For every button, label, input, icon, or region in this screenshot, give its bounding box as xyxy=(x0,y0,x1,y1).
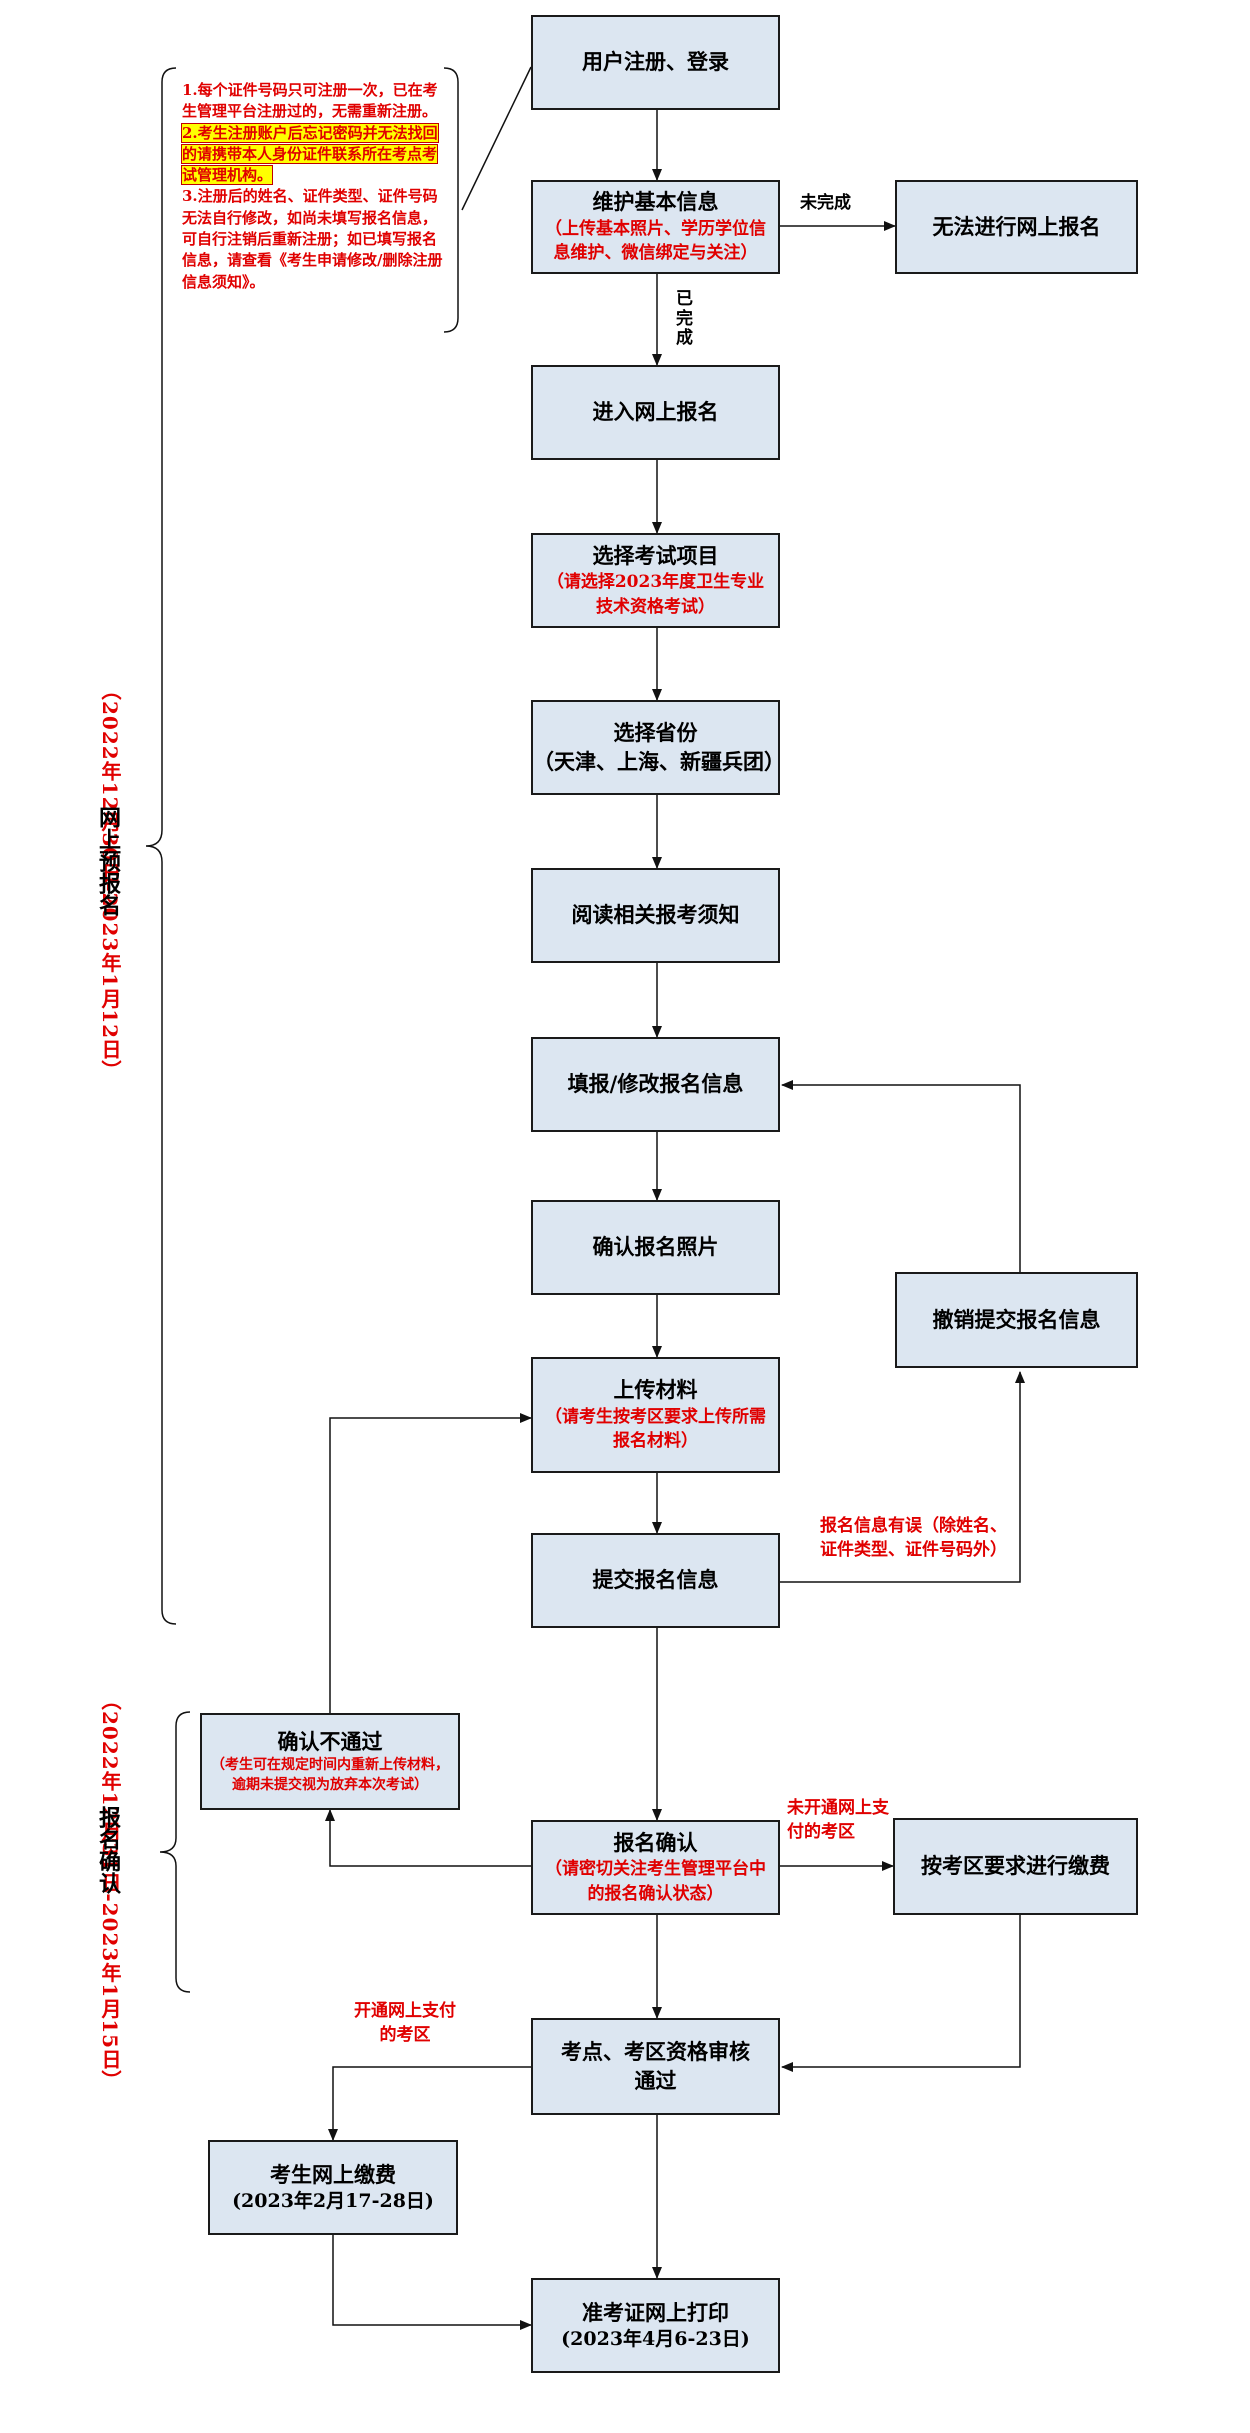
box-pay-by-area-title: 按考区要求进行缴费 xyxy=(921,1853,1110,1879)
registration-notes: 1.每个证件号码只可注册一次，已在考生管理平台注册过的，无需重新注册。 2.考生… xyxy=(181,80,444,293)
box-submit-title: 提交报名信息 xyxy=(592,1567,719,1593)
arrow-onlinepay-print xyxy=(332,2235,532,2330)
box-maintain-sub: （上传基本照片、学历学位信息维护、微信绑定与关注） xyxy=(545,218,766,264)
box-select-exam-title: 选择考试项目 xyxy=(592,542,719,568)
box-print-sub: (2023年4月6-23日) xyxy=(561,2327,750,2350)
box-select-province-sub: （天津、上海、新疆兵团） xyxy=(533,748,785,774)
stage-brace-pre xyxy=(145,67,177,1625)
note-2-highlight: 2.考生注册账户后忘记密码并无法找回的请携带本人身份证件联系所在考点考试管理机构… xyxy=(181,122,439,186)
arrow-paybyarea-review xyxy=(781,1915,1021,2072)
box-read-notice-title: 阅读相关报考须知 xyxy=(571,902,740,928)
stage-pre-date: （2022年12月30日-2023年1月12日） xyxy=(98,680,122,1082)
label-online-pay-area: 开通网上支付的考区 xyxy=(354,2001,456,2045)
arrow-confirm-notpass xyxy=(325,1809,533,1867)
stage-pre-name: 网上预报名 xyxy=(95,806,121,916)
box-confirm-photo-title: 确认报名照片 xyxy=(592,1234,719,1260)
box-review: 考点、考区资格审核通过 xyxy=(531,2018,780,2115)
label-unfinished: 未完成 xyxy=(800,193,851,213)
box-upload-sub: （请考生按考区要求上传所需报名材料） xyxy=(545,1406,766,1452)
box-register-title: 用户注册、登录 xyxy=(582,49,729,75)
box-maintain-title: 维护基本信息 xyxy=(592,189,719,215)
box-revoke-title: 撤销提交报名信息 xyxy=(932,1306,1101,1332)
box-not-pass: 确认不通过 （考生可在规定时间内重新上传材料，逾期未提交视为放弃本次考试） xyxy=(200,1713,460,1810)
box-select-province-title: 选择省份 xyxy=(613,720,698,746)
stage-brace-confirm xyxy=(159,1711,191,1993)
arrow-notpass-upload xyxy=(329,1413,532,1713)
box-cannot: 无法进行网上报名 xyxy=(895,180,1138,274)
box-read-notice: 阅读相关报考须知 xyxy=(531,868,780,963)
box-upload-title: 上传材料 xyxy=(613,1377,698,1403)
note-3: 3.注册后的姓名、证件类型、证件号码无法自行修改，如尚未填写报名信息，可自行注销… xyxy=(182,187,443,291)
box-confirm-title: 报名确认 xyxy=(613,1829,698,1855)
box-confirm-photo: 确认报名照片 xyxy=(531,1200,780,1295)
arrow-review-onlinepay xyxy=(328,2066,533,2141)
box-confirm-sub: （请密切关注考生管理平台中的报名确认状态） xyxy=(545,1859,766,1904)
arrow-submit-revoke xyxy=(780,1371,1025,1583)
box-fill-title: 填报/修改报名信息 xyxy=(567,1071,744,1097)
notes-connector-line xyxy=(461,66,532,211)
box-enter: 进入网上报名 xyxy=(531,365,780,460)
box-not-pass-sub: （考生可在规定时间内重新上传材料，逾期未提交视为放弃本次考试） xyxy=(211,1757,449,1793)
label-finished: 已完成 xyxy=(676,289,693,349)
box-register: 用户注册、登录 xyxy=(531,15,780,110)
box-enter-title: 进入网上报名 xyxy=(592,399,719,425)
label-info-error: 报名信息有误（除姓名、证件类型、证件号码外） xyxy=(820,1516,1007,1560)
box-pay-by-area: 按考区要求进行缴费 xyxy=(893,1818,1138,1915)
box-review-title: 考点、考区资格审核通过 xyxy=(561,2039,750,2093)
note-2: 2.考生注册账户后忘记密码并无法找回的请携带本人身份证件联系所在考点考试管理机构… xyxy=(181,122,444,187)
label-no-online-pay: 未开通网上支付的考区 xyxy=(787,1798,889,1842)
arrow-revoke-fill xyxy=(781,1080,1021,1272)
box-select-exam: 选择考试项目 （请选择2023年度卫生专业技术资格考试） xyxy=(531,533,780,628)
box-online-pay-sub: (2023年2月17-28日) xyxy=(232,2189,434,2212)
box-online-pay-title: 考生网上缴费 xyxy=(270,2161,396,2187)
box-select-province: 选择省份 （天津、上海、新疆兵团） xyxy=(531,700,785,795)
stage-confirm-name: 报名确认 xyxy=(95,1806,121,1894)
box-online-pay: 考生网上缴费 (2023年2月17-28日) xyxy=(208,2140,458,2235)
box-revoke: 撤销提交报名信息 xyxy=(895,1272,1138,1368)
box-confirm: 报名确认 （请密切关注考生管理平台中的报名确认状态） xyxy=(531,1820,780,1915)
box-upload: 上传材料 （请考生按考区要求上传所需报名材料） xyxy=(531,1357,780,1473)
box-fill: 填报/修改报名信息 xyxy=(531,1037,780,1132)
box-select-exam-sub: （请选择2023年度卫生专业技术资格考试） xyxy=(546,572,765,617)
stage-confirm-date: （2022年12月31日-2023年1月15日） xyxy=(98,1690,122,2092)
box-print-title: 准考证网上打印 xyxy=(582,2299,729,2325)
box-submit: 提交报名信息 xyxy=(531,1533,780,1628)
notes-bracket xyxy=(443,67,459,333)
box-print: 准考证网上打印 (2023年4月6-23日) xyxy=(531,2278,780,2373)
box-cannot-title: 无法进行网上报名 xyxy=(932,213,1101,239)
note-1: 1.每个证件号码只可注册一次，已在考生管理平台注册过的，无需重新注册。 xyxy=(182,81,438,121)
box-maintain: 维护基本信息 （上传基本照片、学历学位信息维护、微信绑定与关注） xyxy=(531,180,780,274)
box-not-pass-title: 确认不通过 xyxy=(277,1728,383,1754)
